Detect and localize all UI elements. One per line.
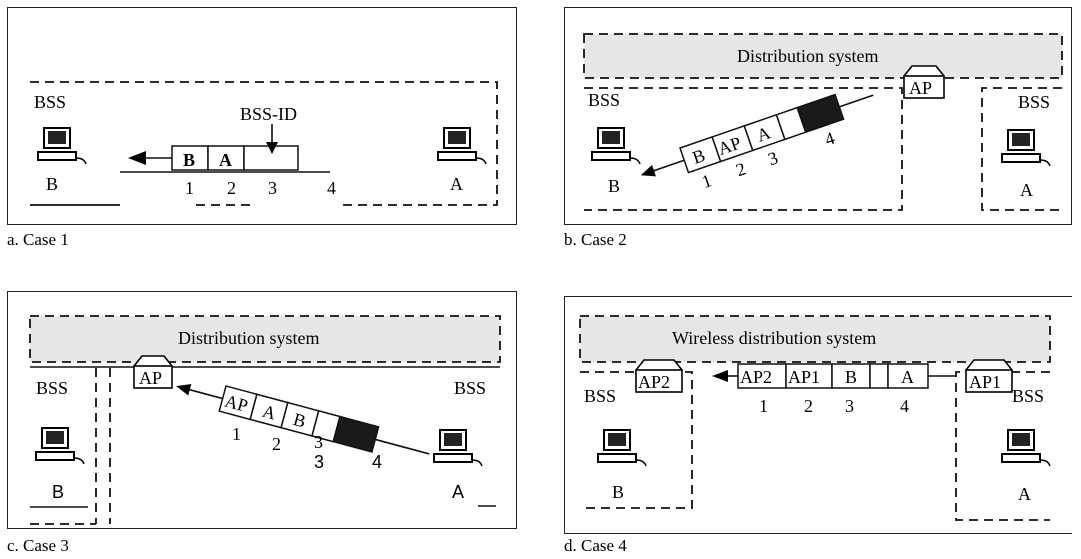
field-number: 4 <box>822 128 837 150</box>
field-number: 4 <box>900 396 909 416</box>
distribution-label: Distribution system <box>178 328 320 348</box>
arrow-left-icon <box>640 165 656 177</box>
bssid-label: BSS-ID <box>240 104 297 124</box>
panel-frame <box>564 296 1072 534</box>
computer-icon <box>35 427 85 465</box>
case-4-diagram: Wireless distribution system BSS BSS AP2… <box>579 315 1051 521</box>
ap2-label: AP2 <box>638 372 670 392</box>
access-point-icon <box>965 359 1013 393</box>
caption: d. Case 4 <box>564 536 627 555</box>
field-number: 3 <box>845 396 854 416</box>
computer-icon <box>597 429 647 467</box>
frame-field: A <box>901 367 914 387</box>
bss-right-label: BSS <box>454 378 486 398</box>
field-number: 1 <box>232 424 241 444</box>
bss-boundary <box>580 371 693 509</box>
bss-boundary <box>584 87 903 211</box>
caption: b. Case 2 <box>564 230 627 249</box>
panel-case-1: BSS B A B A BSS-ID <box>0 0 530 260</box>
bss-right-label: BSS <box>1012 386 1044 406</box>
arrow-left-icon <box>712 370 728 382</box>
case-3-diagram: Distribution system BSS BSS AP B A <box>29 315 501 525</box>
frame-field: B <box>183 150 195 170</box>
frame-field: A <box>260 401 278 424</box>
caption: a. Case 1 <box>7 230 69 249</box>
panel-frame <box>564 7 1072 225</box>
distribution-label: Distribution system <box>737 46 879 66</box>
computer-icon <box>1001 429 1051 467</box>
mac-frame: AP A B <box>176 383 430 455</box>
mac-frame: B A <box>120 124 330 173</box>
frame-field: AP2 <box>740 367 772 387</box>
field-number: 1 <box>185 178 194 198</box>
caption: c. Case 3 <box>7 536 69 555</box>
computer-icon <box>1001 129 1051 167</box>
field-number: 3 <box>268 178 277 198</box>
field-number: 2 <box>272 434 281 454</box>
computer-icon <box>433 429 483 467</box>
bss-left-label: BSS <box>588 90 620 110</box>
station-a-label: A <box>452 482 464 502</box>
computer-icon <box>591 127 641 165</box>
field-number: 3 <box>314 452 324 472</box>
distribution-system <box>583 33 1063 79</box>
field-number: 4 <box>372 452 382 472</box>
arrow-left-icon <box>128 151 146 165</box>
panel-frame <box>7 7 517 225</box>
bss-label: BSS <box>34 92 66 112</box>
field-number: 3 <box>765 147 780 169</box>
frame-field: A <box>754 122 773 145</box>
field-number: 2 <box>227 178 236 198</box>
frame-field: AP1 <box>788 367 820 387</box>
panel-case-2: Distribution system BSS BSS AP B A <box>562 0 1081 260</box>
ap-label: AP <box>909 78 932 98</box>
ap1-label: AP1 <box>969 372 1001 392</box>
frame-field: A <box>219 150 232 170</box>
ap-label: AP <box>139 368 162 388</box>
field-number: 4 <box>327 178 336 198</box>
frame-field: B <box>291 409 308 431</box>
distribution-label: Wireless distribution system <box>672 328 876 348</box>
case-1-diagram: BSS B A B A BSS-ID <box>30 81 498 206</box>
bss-right-label: BSS <box>1018 92 1050 112</box>
case-2-diagram: Distribution system BSS BSS AP B A <box>583 33 1063 211</box>
station-b-label: B <box>46 174 58 194</box>
bss-boundary <box>981 87 1062 211</box>
bss-boundary <box>30 368 111 525</box>
station-a-label: A <box>1018 484 1031 504</box>
access-point-icon <box>903 65 945 99</box>
station-a-label: A <box>450 174 463 194</box>
station-a-label: A <box>1020 180 1033 200</box>
arrow-down-icon <box>266 142 278 154</box>
field-number: 1 <box>759 396 768 416</box>
field-number: 2 <box>733 158 748 180</box>
access-point-icon <box>133 355 173 389</box>
field-number: 2 <box>804 396 813 416</box>
field-number: 1 <box>699 170 714 192</box>
mac-frame: B AP A 1 2 3 4 <box>640 93 874 192</box>
bss-left-label: BSS <box>584 386 616 406</box>
distribution-system <box>579 315 1051 363</box>
bss-boundary <box>30 81 498 206</box>
station-b-label: B <box>608 176 620 196</box>
computer-icon <box>37 127 87 165</box>
panel-case-4: Wireless distribution system BSS BSS AP2… <box>562 288 1081 559</box>
panel-frame <box>7 291 517 529</box>
panel-case-3: Distribution system BSS BSS AP B A <box>0 288 530 559</box>
bss-left-label: BSS <box>36 378 68 398</box>
station-b-label: B <box>612 482 624 502</box>
arrow-left-icon <box>176 383 192 396</box>
access-point-icon <box>635 359 683 393</box>
station-b-label: B <box>52 482 64 502</box>
mac-frame: AP2 AP1 B A <box>712 363 956 389</box>
distribution-system <box>29 315 501 363</box>
computer-icon <box>437 127 487 165</box>
field-number: 3 <box>314 432 323 452</box>
frame-field: B <box>845 367 857 387</box>
